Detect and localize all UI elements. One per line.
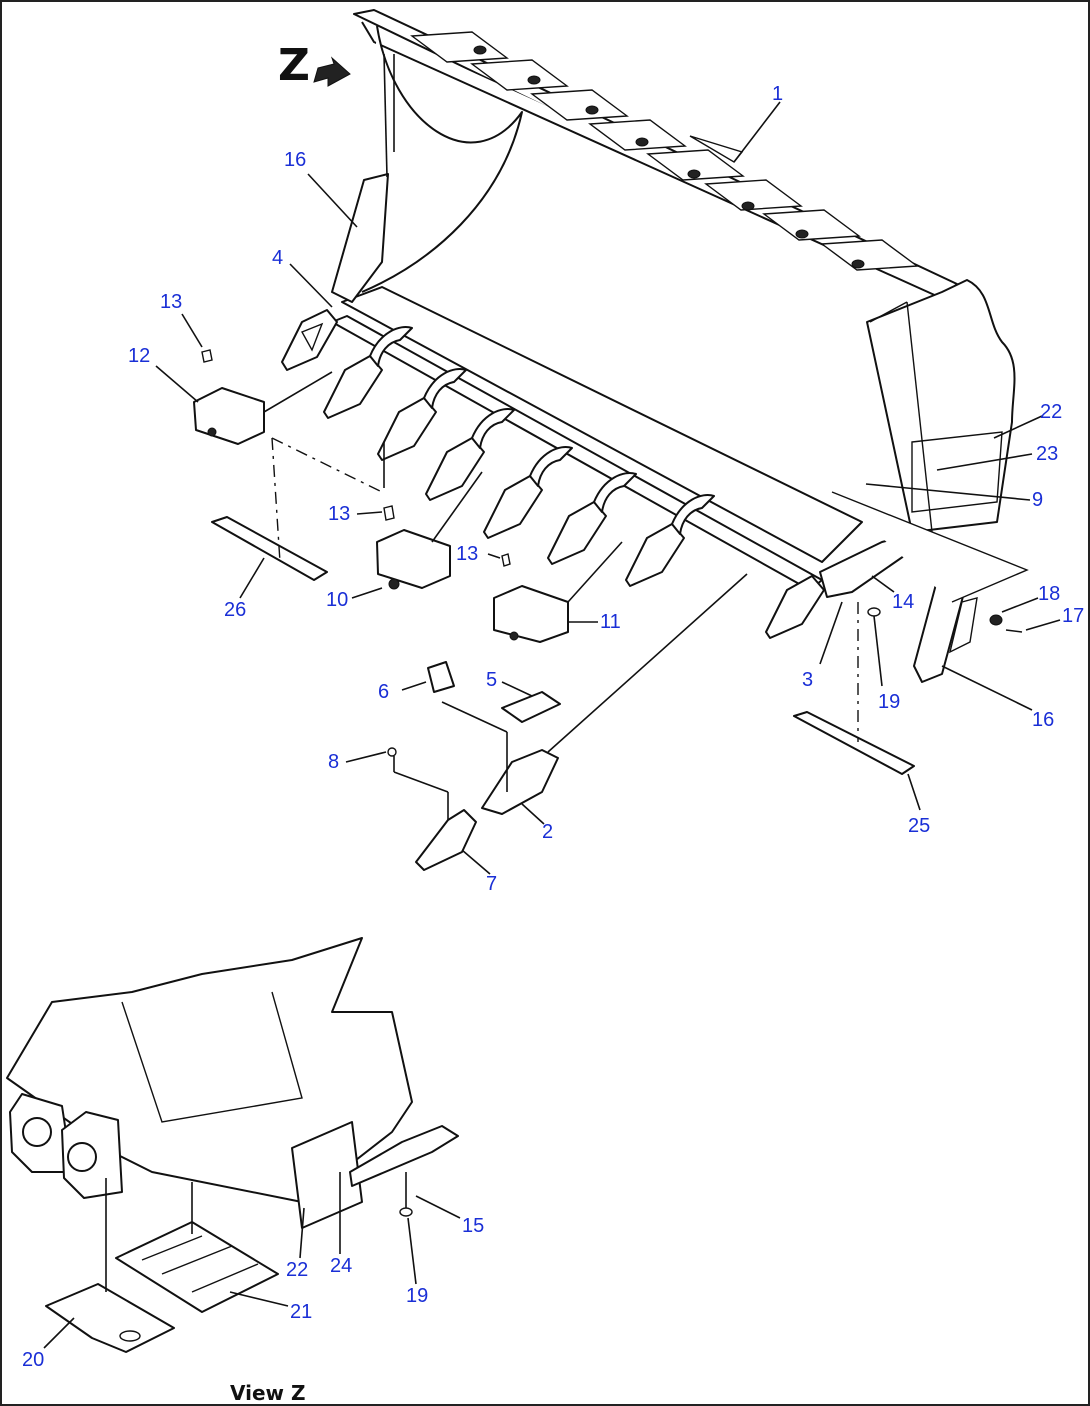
leader-lines [43, 101, 1061, 1349]
callout-18: 18 [1038, 583, 1060, 605]
callout-25: 25 [908, 815, 930, 837]
tooth-5 [483, 446, 573, 539]
pin-13-c [501, 553, 511, 567]
callout-6: 6 [378, 681, 389, 703]
adapter-2 [481, 749, 559, 815]
callout-26: 26 [224, 599, 246, 621]
callout-19: 19 [406, 1285, 428, 1307]
clamp-11 [493, 553, 569, 643]
top-wear-plates [410, 31, 919, 271]
callout-3: 3 [802, 669, 813, 691]
pin-13-a [201, 349, 213, 363]
view-arrow-icon [313, 56, 351, 87]
callout-19: 19 [878, 691, 900, 713]
callout-16: 16 [284, 149, 306, 171]
callout-22: 22 [286, 1259, 308, 1281]
callout-13: 13 [456, 543, 478, 565]
view-z-pin-hole-1 [22, 1117, 52, 1147]
tooth-7 [625, 494, 715, 587]
view-direction-letter: Z [278, 40, 310, 91]
callout-labels: 1 16 4 13 12 13 10 26 13 11 6 5 8 2 7 22… [22, 83, 1084, 1371]
clamp-10 [376, 505, 451, 590]
side-cutter-left [331, 173, 389, 303]
washer-19 [867, 607, 881, 617]
callout-13: 13 [328, 503, 350, 525]
pin-8 [387, 747, 397, 757]
tooth-3 [377, 368, 467, 461]
view-z-pin-hole-2 [67, 1142, 97, 1172]
view-z-drawing [6, 937, 459, 1353]
callout-23: 23 [1036, 443, 1058, 465]
callout-24: 24 [330, 1255, 352, 1277]
pin-6 [427, 661, 455, 693]
view-z-side-plate-24 [291, 1121, 363, 1229]
view-direction-marker: Z [278, 40, 351, 91]
callout-11: 11 [600, 611, 621, 633]
assembly-lines [263, 371, 859, 820]
clamp-12 [193, 349, 265, 445]
callout-7: 7 [486, 873, 497, 895]
callout-1: 1 [772, 83, 783, 105]
view-z-wear-plate-21 [115, 1221, 279, 1313]
plate-outline-9 [831, 491, 1029, 603]
view-z-adapter-15 [349, 1125, 459, 1187]
tooth-1 [281, 309, 338, 371]
callout-22: 22 [1040, 401, 1062, 423]
tooth-6 [547, 472, 637, 565]
pin-13-b [383, 505, 395, 521]
tooth-2 [323, 326, 413, 419]
callout-8: 8 [328, 751, 339, 773]
wear-plate-25 [793, 711, 915, 775]
wear-plate-26 [211, 516, 328, 581]
tooth-point-7 [415, 809, 477, 871]
nut-18 [989, 614, 1003, 626]
bucket-left-side [361, 25, 523, 293]
bolt-17 [1005, 629, 1023, 633]
callout-5: 5 [486, 669, 497, 691]
lock-5 [501, 691, 561, 723]
callout-21: 21 [290, 1301, 312, 1323]
callout-10: 10 [326, 589, 348, 611]
callout-4: 4 [272, 247, 283, 269]
view-z-plate-20 [45, 1283, 175, 1353]
callout-13: 13 [160, 291, 182, 313]
teeth-row [281, 309, 825, 639]
callout-2: 2 [542, 821, 553, 843]
bucket-assembly [331, 9, 1016, 591]
callout-16: 16 [1032, 709, 1054, 731]
tooth-4 [425, 408, 515, 501]
bucket-floor [341, 286, 863, 563]
callout-20: 20 [22, 1349, 44, 1371]
callout-12: 12 [128, 345, 150, 367]
callout-14: 14 [892, 591, 914, 613]
tooth-8 [765, 575, 825, 639]
view-z-back-panel [121, 991, 303, 1123]
callout-17: 17 [1062, 605, 1084, 627]
view-caption: View Z [230, 1381, 306, 1404]
callout-15: 15 [462, 1215, 484, 1237]
callout-9: 9 [1032, 489, 1043, 511]
